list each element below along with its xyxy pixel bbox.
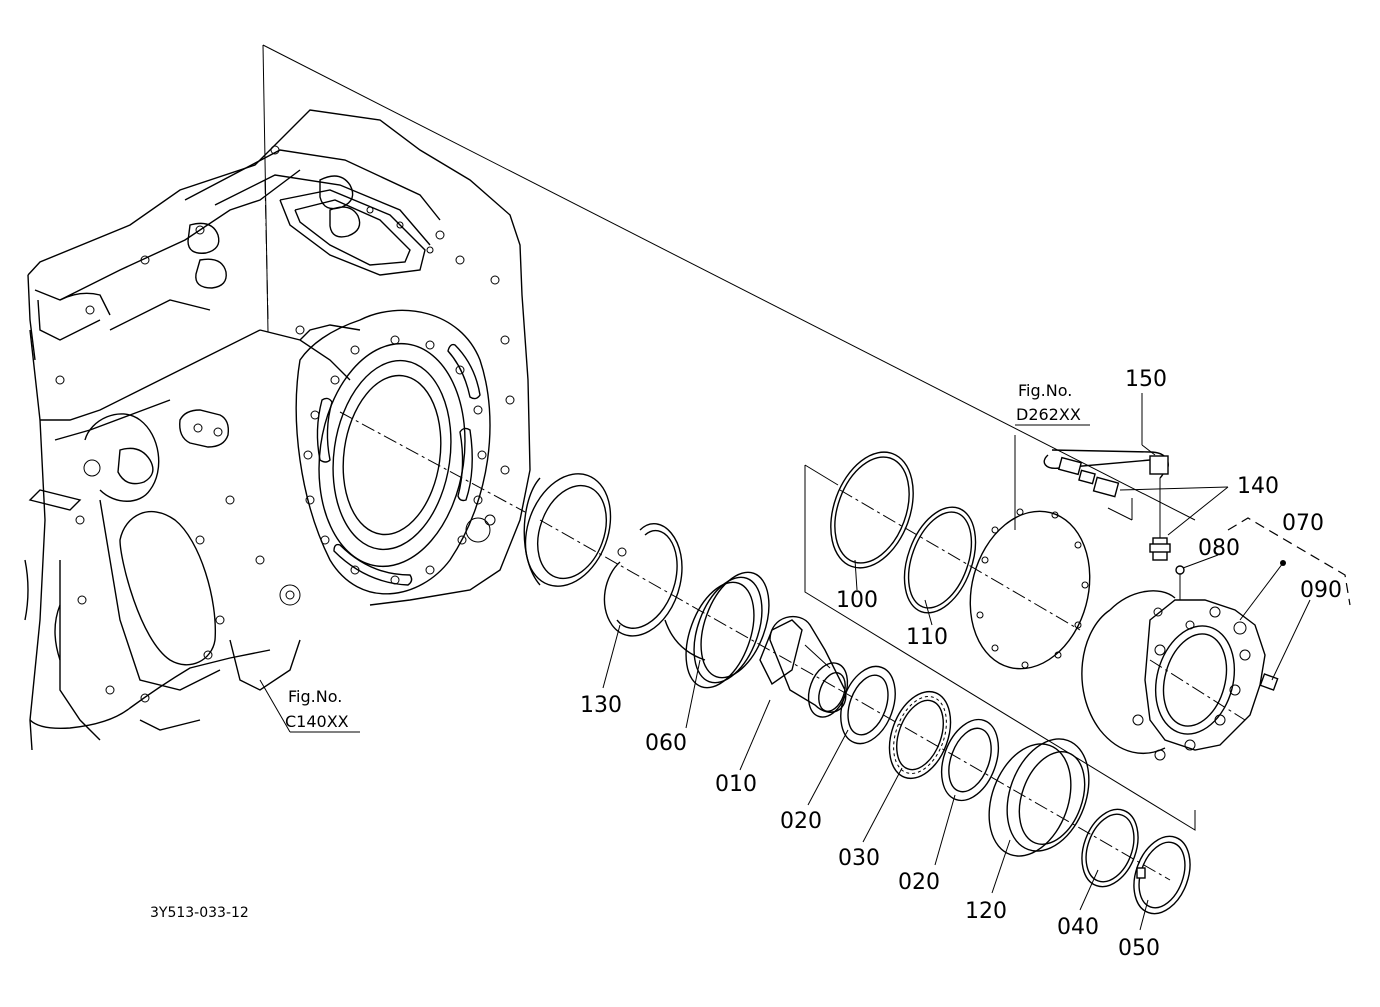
label-040: 040: [1057, 915, 1099, 940]
label-020b: 020: [898, 870, 940, 895]
part-gasket: [969, 508, 1091, 670]
part-washer-020b: [940, 718, 1000, 802]
part-hub-010: [759, 615, 849, 718]
part-circlip-050: [1133, 835, 1191, 915]
part-pipe-150: [1043, 449, 1169, 540]
part-fitting-140b: [1149, 537, 1171, 561]
label-050: 050: [1118, 936, 1160, 961]
bracket-070: [1227, 517, 1351, 606]
part-labels: 150 140 070 080 090 100 110 130 060 010 …: [580, 367, 1342, 961]
leader-lines: [259, 393, 1311, 931]
drawing-code: 3Y513-033-12: [150, 905, 249, 921]
label-030: 030: [838, 846, 880, 871]
assembly-frame-box: [804, 465, 1196, 831]
part-washer-020a: [840, 665, 896, 745]
part-spring-060: [664, 571, 770, 689]
part-seal-ring-100: [830, 451, 914, 569]
part-thrust-bearing-030: [888, 690, 952, 780]
reference-c140: Fig.No. C140XX: [285, 687, 349, 731]
part-cover-housing: [1081, 590, 1266, 761]
assembly-frame-top: [262, 44, 1196, 521]
label-060: 060: [645, 731, 687, 756]
label-080: 080: [1198, 536, 1240, 561]
part-seal-ring-110: [903, 506, 977, 614]
part-fitting-140a: [1057, 456, 1120, 498]
ref-d262-code: D262XX: [1016, 405, 1081, 424]
part-sleeve-120: [988, 738, 1090, 857]
label-090: 090: [1300, 578, 1342, 603]
ref-c140-caption: Fig.No.: [288, 687, 342, 706]
label-100: 100: [836, 588, 878, 613]
part-circlip-130: [603, 523, 683, 637]
label-010: 010: [715, 772, 757, 797]
reference-d262: Fig.No. D262XX: [1016, 381, 1081, 424]
label-120: 120: [965, 899, 1007, 924]
label-140: 140: [1237, 474, 1279, 499]
ref-c140-code: C140XX: [285, 712, 349, 731]
label-110: 110: [906, 625, 948, 650]
label-070: 070: [1282, 511, 1324, 536]
part-ball-080: [1175, 565, 1185, 575]
label-130: 130: [580, 693, 622, 718]
part-ring-040: [1081, 808, 1139, 888]
ref-d262-caption: Fig.No.: [1018, 381, 1072, 400]
label-020a: 020: [780, 809, 822, 834]
label-150: 150: [1125, 367, 1167, 392]
part-plug-090: [1259, 673, 1279, 691]
transmission-housing: [24, 109, 531, 751]
